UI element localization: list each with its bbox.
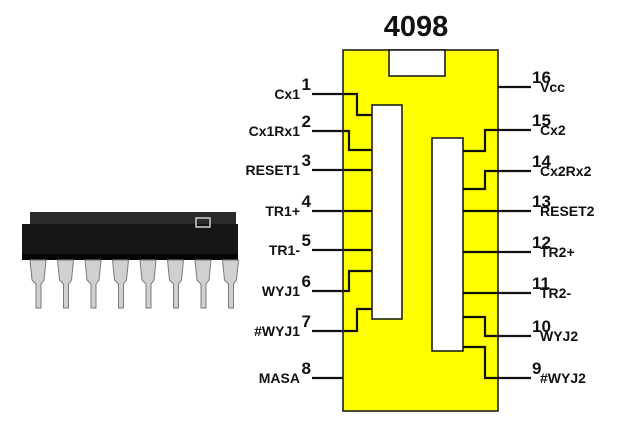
pin-wires bbox=[312, 85, 531, 380]
pin-3-name: RESET1 bbox=[246, 162, 301, 178]
chip-leg bbox=[111, 259, 130, 309]
pin-4-name: TR1+ bbox=[265, 203, 300, 219]
monostable-block-2 bbox=[431, 137, 464, 352]
pin-7-wire bbox=[312, 307, 372, 333]
pin-15-name: Cx2 bbox=[540, 122, 566, 138]
pin-5-name: TR1- bbox=[269, 242, 300, 258]
pin-1-name: Cx1 bbox=[274, 86, 300, 102]
chip-schematic bbox=[312, 49, 531, 412]
pin-10-name: WYJ2 bbox=[540, 328, 578, 344]
pin-9: 9#WYJ2 bbox=[532, 359, 586, 386]
monostable-block-1 bbox=[371, 104, 403, 320]
pin-1-wire bbox=[312, 92, 372, 117]
pin-8-number: 8 bbox=[302, 359, 311, 378]
pin-4-number: 4 bbox=[302, 192, 312, 211]
pin-16-name: Vcc bbox=[540, 79, 565, 95]
pin-16-number: 16 bbox=[532, 68, 551, 87]
pin-11-number: 11 bbox=[532, 274, 550, 293]
pin-2-number: 2 bbox=[302, 112, 311, 131]
pin-11-name: TR2- bbox=[540, 285, 571, 301]
pin-12-number: 12 bbox=[532, 233, 551, 252]
chip-leg bbox=[221, 259, 240, 309]
pin-8-name: MASA bbox=[259, 370, 300, 386]
chip-body bbox=[342, 49, 499, 412]
pin-6-name: WYJ1 bbox=[262, 283, 300, 299]
pin-12-name: TR2+ bbox=[540, 244, 575, 260]
pin-13-name: RESET2 bbox=[540, 203, 595, 219]
chip-leg bbox=[84, 259, 102, 309]
dip16-chip-photo bbox=[22, 212, 240, 309]
pin-13-number: 13 bbox=[532, 192, 551, 211]
pin-6-wire bbox=[312, 269, 372, 293]
pin-labels: 1Cx12Cx1Rx13RESET14TR1+5TR1-6WYJ17#WYJ18… bbox=[246, 68, 595, 386]
chip-leg bbox=[194, 259, 212, 309]
pin-14-wire bbox=[463, 169, 531, 191]
chip-leg bbox=[56, 259, 75, 309]
pin-14-number: 14 bbox=[532, 152, 551, 171]
chip-leg bbox=[166, 259, 185, 309]
pin-14-name: Cx2Rx2 bbox=[540, 163, 592, 179]
pin-2-name: Cx1Rx1 bbox=[249, 123, 301, 139]
pin-7-number: 7 bbox=[302, 312, 311, 331]
pin-3-number: 3 bbox=[302, 151, 311, 170]
chip-title: 4098 bbox=[384, 11, 449, 43]
chip-leg bbox=[139, 259, 157, 309]
pin-6-number: 6 bbox=[302, 272, 311, 291]
pin-10-wire bbox=[463, 315, 531, 338]
pin-10-number: 10 bbox=[532, 317, 551, 336]
pin-7: 7#WYJ1 bbox=[254, 312, 311, 339]
pin-9-number: 9 bbox=[532, 359, 541, 378]
pin-9-wire bbox=[463, 345, 531, 380]
pin-2-wire bbox=[312, 129, 372, 152]
pin-15-wire bbox=[463, 128, 531, 153]
pin-5-number: 5 bbox=[302, 231, 311, 250]
pin-7-name: #WYJ1 bbox=[254, 323, 300, 339]
pin-15-number: 15 bbox=[532, 111, 551, 130]
chip-leg bbox=[29, 259, 47, 309]
pin1-notch bbox=[388, 49, 446, 77]
pin-9-name: #WYJ2 bbox=[540, 370, 586, 386]
pin-1-number: 1 bbox=[302, 75, 311, 94]
